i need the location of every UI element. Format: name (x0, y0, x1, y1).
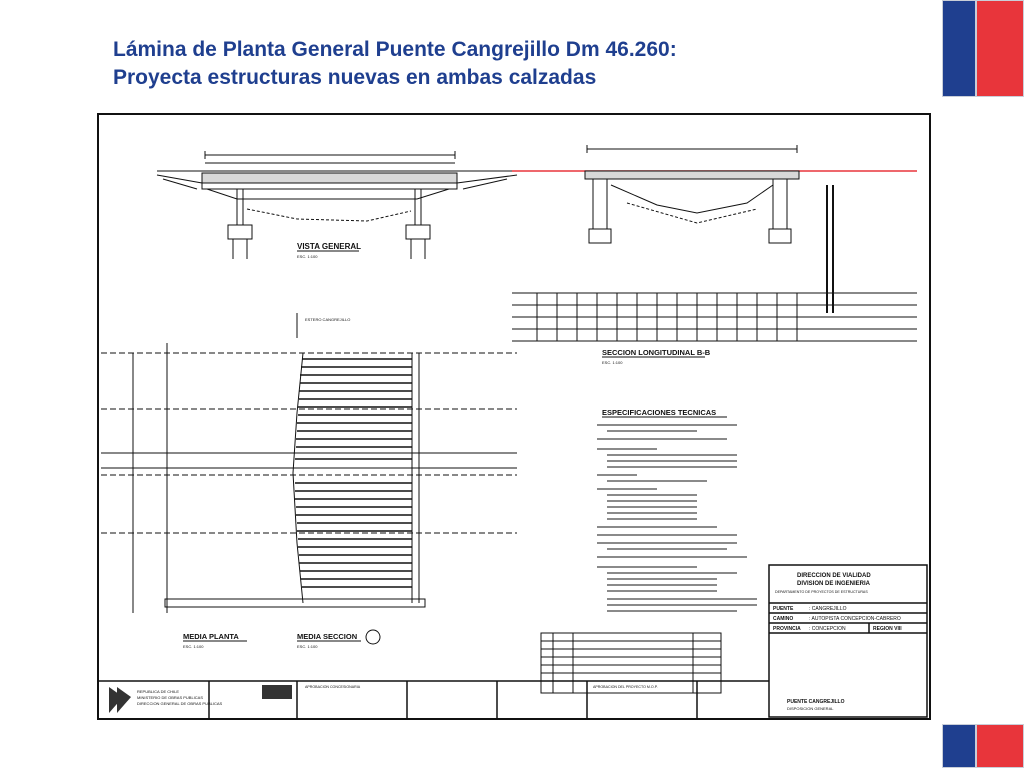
tb-line2: DIVISION DE INGENIERIA (797, 581, 871, 587)
tb-puente-label: PUENTE (773, 606, 794, 612)
tb-sheet-title1: PUENTE CANGREJILLO (787, 699, 845, 705)
tb-line1: DIRECCION DE VIALIDAD (797, 573, 871, 579)
estero-label: ESTERO CANGREJILLO (305, 317, 350, 322)
vista-general (156, 151, 518, 259)
aprobacion-concesionaria: APROBACION CONCESIONARIA (305, 685, 361, 689)
tb-camino-value: : AUTOPISTA CONCEPCION-CABRERO (809, 616, 901, 622)
media-planta-scale: ESC. 1:100 (183, 644, 204, 649)
media-planta-label: MEDIA PLANTA (183, 632, 239, 641)
vista-general-scale: ESC. 1:100 (297, 254, 318, 259)
tb-region: REGION VIII (873, 626, 902, 632)
especificaciones-text-lines (597, 424, 757, 612)
media-planta (101, 313, 517, 613)
slide-title-line2: Proyecta estructuras nuevas en ambas cal… (113, 66, 597, 89)
corner-flag-bottom (942, 724, 1024, 768)
corner-flag-top (942, 0, 1024, 97)
seccion-longitudinal (512, 145, 917, 342)
aprobacion-mop: APROBACION DEL PROYECTO M.O.P. (593, 685, 658, 689)
mop-logo-icon (109, 687, 131, 713)
tb-sheet-title2: DISPOSICION GENERAL (787, 706, 834, 711)
slide-title-line1: Lámina de Planta General Puente Cangreji… (113, 38, 677, 61)
tb-line3: DEPARTAMENTO DE PROYECTOS DE ESTRUCTURAS (775, 590, 868, 594)
vista-general-label: VISTA GENERAL (297, 242, 361, 251)
republic-line2: MINISTERIO DE OBRAS PUBLICAS (137, 695, 203, 700)
bottom-strip (98, 680, 769, 719)
title-block (768, 564, 928, 718)
seccion-longitudinal-scale: ESC. 1:100 (602, 360, 623, 365)
concesionaria-logo-icon (262, 685, 292, 699)
seccion-longitudinal-label: SECCION LONGITUDINAL B-B (602, 348, 711, 357)
tb-provincia-label: PROVINCIA (773, 626, 801, 632)
tb-camino-label: CAMINO (773, 616, 793, 622)
slide-title: Lámina de Planta General Puente Cangreji… (113, 36, 893, 92)
republic-line1: REPUBLICA DE CHILE (137, 689, 179, 694)
tb-provincia-value: : CONCEPCION (809, 626, 846, 632)
republic-line3: DIRECCION GENERAL DE OBRAS PUBLICAS (137, 701, 223, 706)
media-seccion-label: MEDIA SECCION (297, 632, 357, 641)
media-seccion-scale: ESC. 1:100 (297, 644, 318, 649)
especificaciones-label: ESPECIFICACIONES TECNICAS (602, 408, 716, 417)
tb-puente-value: : CANGREJILLO (809, 606, 847, 612)
section-marker-a (365, 629, 381, 645)
deck-planks (295, 358, 412, 588)
bridge-drawing: VISTA GENERAL ESC. 1:100 SECCION LONGITU… (97, 113, 931, 720)
